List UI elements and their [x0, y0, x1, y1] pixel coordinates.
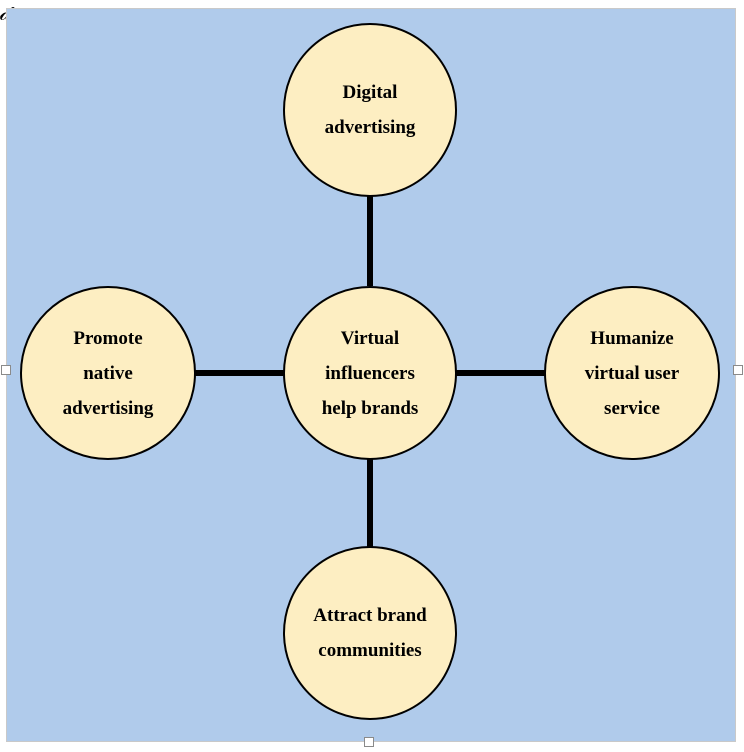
- resize-handle-left[interactable]: [1, 365, 11, 375]
- node-bottom-label: Attract brand communities: [313, 605, 427, 661]
- resize-handle-bottom[interactable]: [364, 737, 374, 747]
- node-bottom[interactable]: Attract brand communities: [283, 546, 457, 720]
- connector-bottom: [367, 458, 373, 548]
- node-top-label: Digital advertising: [324, 82, 416, 138]
- node-center-label: Virtual influencers help brands: [321, 327, 419, 419]
- node-center[interactable]: Virtual influencers help brands: [283, 286, 457, 460]
- node-top[interactable]: Digital advertising: [283, 23, 457, 197]
- connector-left: [195, 370, 284, 376]
- node-left[interactable]: Promote native advertising: [20, 286, 196, 460]
- connector-right: [456, 370, 546, 376]
- node-right[interactable]: Humanize virtual user service: [544, 286, 720, 460]
- anchor-icon: 𝒹: [0, 2, 11, 24]
- connector-top: [367, 195, 373, 286]
- resize-handle-right[interactable]: [733, 365, 743, 375]
- node-left-label: Promote native advertising: [62, 327, 154, 419]
- node-right-label: Humanize virtual user service: [584, 327, 680, 419]
